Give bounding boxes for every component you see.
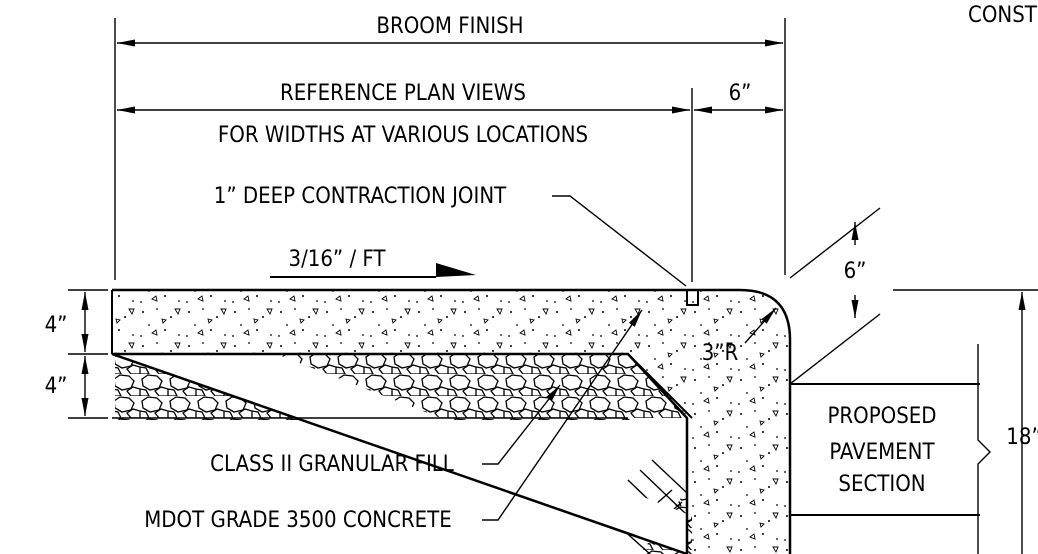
radius-leader [744,307,777,344]
concrete-grade-leader [482,309,643,521]
contraction-joint-label: 1” DEEP CONTRACTION JOINT [214,184,507,209]
pavement-break-line [977,344,991,554]
broom-finish-label: BROOM FINISH [376,14,523,39]
concrete-aggregate [112,290,790,554]
curb-height-label: 18” [1006,425,1038,450]
six-inch-top-label: 6” [729,81,752,106]
slope-label: 3/16” / FT [288,247,386,272]
concrete-grade-label: MDOT GRADE 3500 CONCRETE [144,508,452,533]
contraction-joint-leader [552,195,687,287]
pavement-line-3: SECTION [838,472,925,497]
construction-note-fragment: CONST [968,3,1038,28]
reveal-six-inch-label: 6” [844,259,867,284]
fill-thickness-label: 4” [45,374,68,399]
radius-label: 3”R [702,341,739,366]
contraction-joint-notch [686,290,699,306]
granular-fill-edge [112,353,693,419]
reveal-extension-bottom [789,313,881,385]
granular-fill-label: CLASS II GRANULAR FILL [210,452,454,477]
slab-thickness-label: 4” [45,313,68,338]
reference-plan-views-label: REFERENCE PLAN VIEWS [280,81,526,106]
for-widths-label: FOR WIDTHS AT VARIOUS LOCATIONS [218,123,588,148]
pavement-line-1: PROPOSED [827,404,936,429]
reveal-extension-top [789,207,881,279]
pavement-line-2: PAVEMENT [829,440,935,465]
slope-arrow-icon [436,263,476,277]
granular-fill-leader [482,384,561,465]
